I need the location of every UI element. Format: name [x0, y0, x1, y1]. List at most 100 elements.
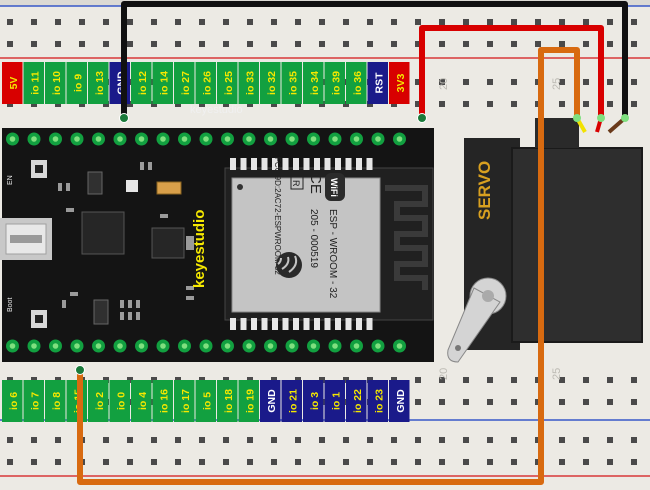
- breadboard-hole: [79, 41, 85, 47]
- header-pin-hole: [31, 136, 37, 142]
- module-code: 205 - 000519: [308, 209, 319, 268]
- breadboard-hole: [343, 437, 349, 443]
- servo-screw: [482, 290, 494, 302]
- pin-label: 5V: [8, 77, 20, 90]
- pin-label: io 0: [115, 392, 127, 410]
- breadboard-hole: [175, 41, 181, 47]
- en-label: EN: [7, 175, 14, 185]
- servo-motor: SERVO: [447, 118, 643, 363]
- breadboard-hole: [391, 19, 397, 25]
- breadboard-hole: [631, 19, 637, 25]
- module-model: ESP - WROOM - 32: [327, 209, 338, 299]
- breadboard-hole: [463, 41, 469, 47]
- breadboard-hole: [7, 459, 13, 465]
- row-label-bottom-25: 25: [551, 368, 563, 380]
- ce-mark: CE: [307, 173, 324, 194]
- breadboard-hole: [343, 459, 349, 465]
- header-pin-hole: [95, 343, 102, 349]
- servo-power-pin: [597, 114, 605, 122]
- row-label-top-20: 20: [438, 78, 450, 90]
- breadboard-hole: [151, 437, 157, 443]
- module-pad: [356, 318, 362, 330]
- breadboard-hole: [511, 101, 517, 107]
- module-pad: [293, 158, 299, 170]
- breadboard-hole: [487, 41, 493, 47]
- header-pin-hole: [181, 343, 188, 349]
- breadboard-hole: [247, 459, 253, 465]
- breadboard-hole: [391, 459, 397, 465]
- header-pin-hole: [9, 343, 16, 349]
- header-pin-hole: [117, 136, 123, 142]
- transistor: [87, 171, 103, 195]
- breadboard-hole: [103, 459, 109, 465]
- module-pad: [366, 158, 373, 170]
- breadboard-hole: [271, 459, 277, 465]
- header-pin-hole: [74, 136, 80, 142]
- pin-label-box: [346, 62, 367, 104]
- esp32-board: keyestudio EN Boot keyestudi: [0, 104, 434, 362]
- breadboard-hole: [7, 437, 13, 443]
- row-label-top-25: 25: [551, 78, 563, 90]
- header-pin-hole: [310, 136, 317, 142]
- breadboard-hole: [127, 19, 133, 25]
- breadboard-hole: [319, 41, 325, 47]
- pin-label: GND: [266, 389, 278, 413]
- breadboard-hole: [199, 41, 205, 47]
- pin-label-box: [367, 62, 388, 104]
- breadboard-hole: [415, 377, 421, 383]
- breadboard-hole: [607, 459, 613, 465]
- header-pin-hole: [396, 343, 403, 349]
- breadboard-hole: [415, 399, 421, 405]
- breadboard-hole: [559, 399, 565, 405]
- breadboard-hole: [31, 437, 37, 443]
- header-pin-hole: [353, 343, 360, 349]
- header-pin-hole: [332, 136, 338, 142]
- breadboard-hole: [199, 459, 205, 465]
- module-pad: [240, 158, 247, 170]
- pin-label-box: [324, 380, 345, 422]
- breadboard-hole: [583, 41, 589, 47]
- module-pad: [356, 158, 362, 170]
- header-pin-hole: [332, 343, 338, 349]
- header-pin-hole: [181, 136, 188, 142]
- module-pin1-dot: [237, 184, 243, 190]
- header-pin-hole: [138, 136, 145, 142]
- breadboard-hole: [583, 19, 589, 25]
- pin-label: io 34: [309, 71, 321, 95]
- signal-wire-end: [75, 365, 85, 375]
- breadboard-hole: [559, 41, 565, 47]
- header-pin-hole: [160, 136, 166, 142]
- module-pad: [293, 318, 299, 330]
- breadboard-hole: [583, 399, 589, 405]
- breadboard-hole: [175, 459, 181, 465]
- breadboard-hole: [559, 459, 565, 465]
- voltage-regulator: [151, 227, 185, 259]
- pin-label-box: [23, 62, 44, 104]
- pin-label-box: [238, 380, 259, 422]
- breadboard-hole: [295, 459, 301, 465]
- module-castellations: [230, 158, 373, 330]
- pin-label: io 8: [51, 392, 63, 410]
- antenna-trace: [385, 185, 428, 290]
- header-pin-hole: [52, 343, 59, 349]
- breadboard-hole: [511, 19, 517, 25]
- signal-wire: [77, 47, 580, 485]
- breadboard-hole: [295, 19, 301, 25]
- pin-label-box: [152, 380, 173, 422]
- pin-label: io 36: [352, 71, 364, 95]
- pin-label-box: [367, 380, 388, 422]
- module-pad: [240, 318, 247, 330]
- pin-label: io 4: [137, 392, 149, 410]
- pin-label-box: [281, 62, 302, 104]
- breadboard-hole: [607, 41, 613, 47]
- breadboard-hole: [559, 101, 565, 107]
- header-pin-hole: [74, 343, 80, 349]
- pin-label-box: [2, 62, 23, 104]
- module-pad: [282, 318, 289, 330]
- breadboard-hole: [487, 79, 493, 85]
- pin-label: io 19: [244, 389, 256, 413]
- breadboard-hole: [439, 101, 445, 107]
- breadboard-hole: [439, 399, 445, 405]
